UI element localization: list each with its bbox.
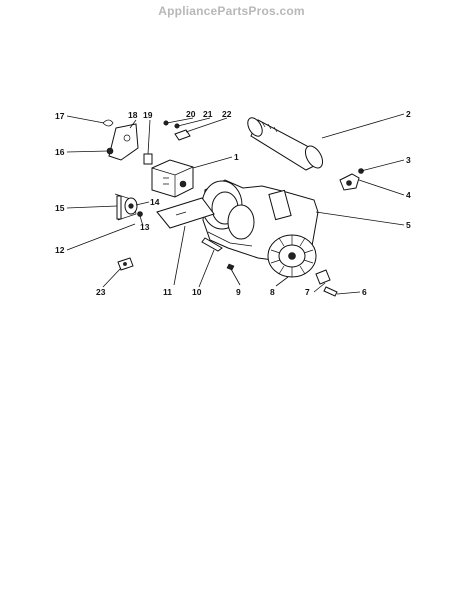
washer-part-13[interactable] <box>137 211 143 217</box>
callout-14: 14 <box>150 197 160 207</box>
callout-23: 23 <box>96 287 106 297</box>
callout-6: 6 <box>362 287 367 297</box>
callout-labels: 1 2 3 4 5 6 7 8 9 10 11 12 13 14 15 16 1… <box>55 109 411 297</box>
leader-lines <box>66 113 405 295</box>
callout-2: 2 <box>406 109 411 119</box>
bracket-plate-part[interactable] <box>108 123 139 161</box>
callout-15: 15 <box>55 203 65 213</box>
callout-5: 5 <box>406 220 411 230</box>
callout-11: 11 <box>163 287 172 297</box>
callout-3: 3 <box>406 155 411 165</box>
callout-18: 18 <box>128 110 138 120</box>
callout-12: 12 <box>55 245 65 255</box>
timer-switch-part[interactable] <box>151 159 194 198</box>
idler-pulley-part[interactable] <box>124 197 138 215</box>
switch-block-part[interactable] <box>143 153 153 165</box>
spring-clip-part-17[interactable] <box>102 119 114 127</box>
callout-13: 13 <box>140 222 150 232</box>
callout-8: 8 <box>270 287 275 297</box>
retainer-clip-part[interactable] <box>315 269 331 285</box>
blower-wheel-part[interactable] <box>267 234 317 278</box>
callout-9: 9 <box>236 287 241 297</box>
callout-7: 7 <box>305 287 310 297</box>
callout-21: 21 <box>203 109 213 119</box>
bolt-part-6[interactable] <box>323 286 338 297</box>
callout-17: 17 <box>55 111 65 121</box>
mounting-bracket-part[interactable] <box>156 197 215 229</box>
callout-1: 1 <box>234 152 239 162</box>
callout-19: 19 <box>143 110 153 120</box>
clip-part-23[interactable] <box>117 257 134 271</box>
thermostat-part[interactable] <box>339 173 360 191</box>
callout-22: 22 <box>222 109 232 119</box>
callout-10: 10 <box>192 287 202 297</box>
callout-4: 4 <box>406 190 411 200</box>
watermark: AppliancePartsPros.com <box>158 4 305 18</box>
callout-16: 16 <box>55 147 65 157</box>
drive-belt-part[interactable] <box>114 193 137 221</box>
exhaust-duct-part[interactable] <box>245 115 326 171</box>
bracket-strap-part[interactable] <box>201 237 223 252</box>
screw-part-9[interactable] <box>226 263 235 271</box>
clip-part-22[interactable] <box>174 129 191 141</box>
callout-20: 20 <box>186 109 196 119</box>
